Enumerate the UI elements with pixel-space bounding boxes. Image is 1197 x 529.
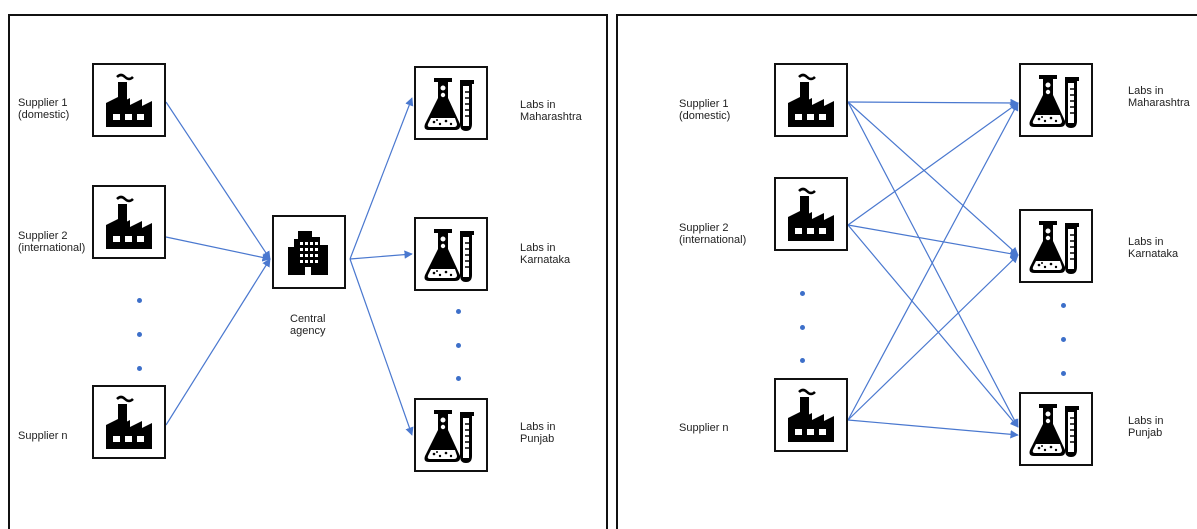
ellipsis-dot — [456, 343, 461, 348]
lab-flask-icon — [416, 68, 486, 138]
lab-flask-icon — [416, 400, 486, 470]
lab-punjab-label: Labs in Punjab — [1128, 415, 1164, 439]
decentralized-procurement-panel — [616, 14, 1197, 529]
lab-karnataka-label: Labs in Karnataka — [520, 242, 571, 266]
central-agency-label: Central agency — [290, 313, 326, 337]
factory-icon — [776, 380, 846, 450]
ellipsis-dot — [456, 376, 461, 381]
factory-icon — [94, 387, 164, 457]
lab-maharashtra-label: Labs in Maharashtra — [1128, 85, 1190, 109]
lab-flask-icon — [416, 219, 486, 289]
supplier-1-box — [774, 63, 848, 137]
office-building-icon — [274, 217, 344, 287]
supplier-2-label: Supplier 2 (international) — [679, 222, 747, 246]
ellipsis-dot — [137, 332, 142, 337]
lab-karnataka-box — [414, 217, 488, 291]
ellipsis-dot — [456, 309, 461, 314]
lab-flask-icon — [1021, 394, 1091, 464]
ellipsis-dot — [1061, 371, 1066, 376]
supplier-2-box — [774, 177, 848, 251]
factory-icon — [94, 65, 164, 135]
lab-flask-icon — [1021, 211, 1091, 281]
supplier-n-label: Supplier n — [18, 430, 68, 442]
ellipsis-dot — [1061, 337, 1066, 342]
lab-punjab-box — [414, 398, 488, 472]
ellipsis-dot — [800, 325, 805, 330]
ellipsis-dot — [800, 358, 805, 363]
supplier-1-label: Supplier 1 (domestic) — [18, 97, 70, 121]
factory-icon — [776, 179, 846, 249]
ellipsis-dot — [800, 291, 805, 296]
supplier-1-box — [92, 63, 166, 137]
factory-icon — [94, 187, 164, 257]
lab-flask-icon — [1021, 65, 1091, 135]
supplier-2-label: Supplier 2 (international) — [18, 230, 86, 254]
ellipsis-dot — [137, 298, 142, 303]
lab-maharashtra-box — [414, 66, 488, 140]
central-agency-box — [272, 215, 346, 289]
supplier-n-box — [774, 378, 848, 452]
lab-maharashtra-label: Labs in Maharashtra — [520, 99, 582, 123]
lab-maharashtra-box — [1019, 63, 1093, 137]
lab-karnataka-box — [1019, 209, 1093, 283]
supplier-n-label: Supplier n — [679, 422, 729, 434]
lab-punjab-label: Labs in Punjab — [520, 421, 556, 445]
top-cropped-strip — [0, 0, 1197, 14]
supplier-1-label: Supplier 1 (domestic) — [679, 98, 731, 122]
ellipsis-dot — [137, 366, 142, 371]
supplier-n-box — [92, 385, 166, 459]
ellipsis-dot — [1061, 303, 1066, 308]
factory-icon — [776, 65, 846, 135]
lab-punjab-box — [1019, 392, 1093, 466]
supplier-2-box — [92, 185, 166, 259]
lab-karnataka-label: Labs in Karnataka — [1128, 236, 1179, 260]
